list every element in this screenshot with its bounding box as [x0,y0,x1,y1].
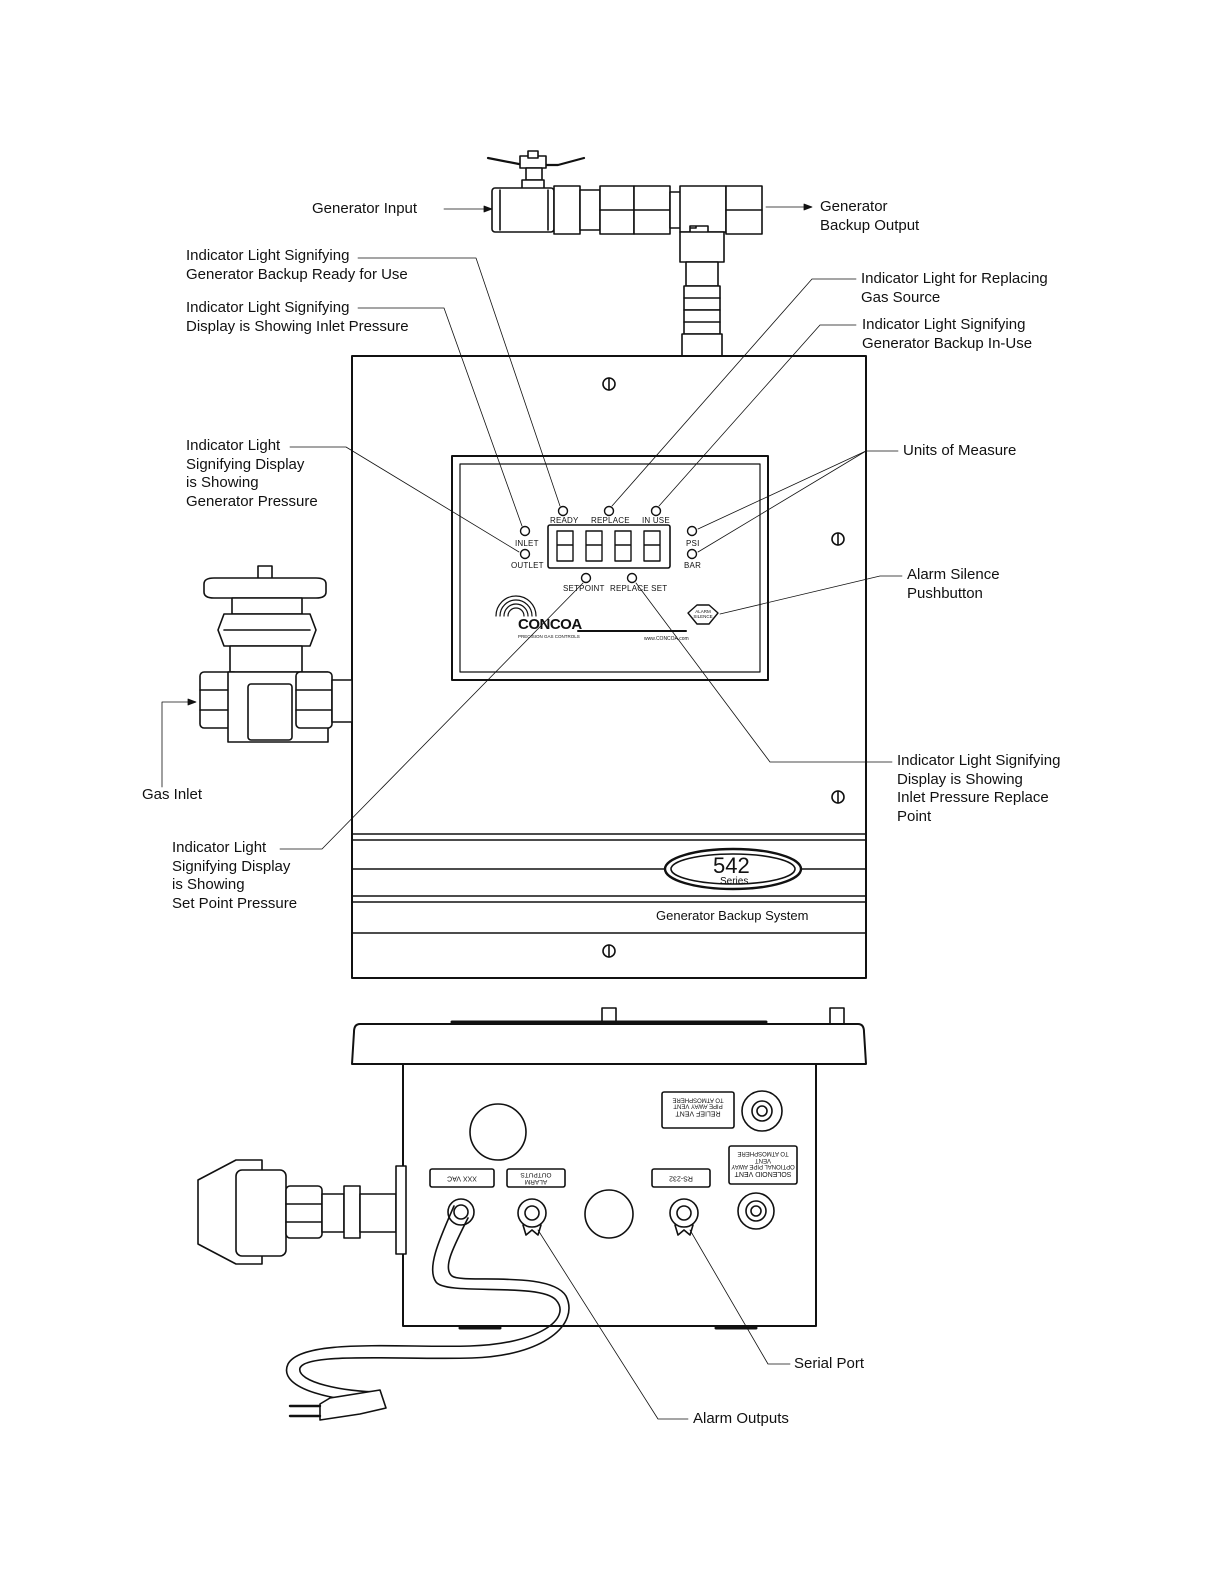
bottom-gas-valve [197,1159,407,1265]
serial-port-jack [669,1198,699,1228]
tag-xxx-vac: XXX VAC [447,1174,477,1182]
callout-gas-inlet: Gas Inlet [142,786,203,803]
alarm-silence-button[interactable] [687,604,719,625]
leader-lines [161,203,903,1420]
setpoint-light [580,572,592,584]
callout-setpoint-light: Indicator Light Signifying Display is Sh… [172,839,298,912]
label-in-use: IN USE [642,516,670,525]
bottom-enclosure [351,1007,867,1330]
callout-serial-port: Serial Port [794,1355,865,1372]
bar-light [686,548,698,560]
power-cord [285,1205,570,1421]
callout-inlet-light: Indicator Light Signifying Display is Sh… [186,299,409,335]
tag-alarm-outputs: ALARM OUTPUTS [520,1171,552,1186]
label-bar: BAR [684,561,702,570]
alarm-output-jack [517,1198,547,1228]
generator-input-valve [486,150,763,357]
panel-url: www.CONCOA.com [644,636,689,642]
callout-generator-backup-output: Generator Backup Output [820,198,920,234]
label-outlet: OUTLET [511,561,544,570]
tag-rs232: RS-232 [669,1174,693,1182]
label-ready: READY [550,516,579,525]
solenoid-vent-fitting [737,1192,775,1230]
tag-relief-vent: RELIEF VENT PIPE AWAY VENT TO ATMOSPHERE [672,1096,724,1117]
callout-ready-light: Indicator Light Signifying Generator Bac… [186,247,408,283]
relief-vent-fitting [741,1090,783,1132]
label-psi: PSI [686,539,700,548]
concoa-logo-icon [495,595,537,617]
label-setpoint: SETPOINT [563,584,605,593]
ready-light [557,505,569,517]
callout-outlet-light: Indicator Light Signifying Display is Sh… [186,437,318,510]
callout-units-of-measure: Units of Measure [903,442,1017,459]
logo-tagline: PRECISION GAS CONTROLS [518,634,580,639]
callout-replace-set-light: Indicator Light Signifying Display is Sh… [897,752,1061,825]
label-inlet: INLET [515,539,539,548]
psi-light [686,525,698,537]
label-replace-set: REPLACE SET [610,584,668,593]
replace-set-light [626,572,638,584]
callout-alarm-silence: Alarm Silence Pushbutton [907,566,1000,602]
callout-in-use-light: Indicator Light Signifying Generator Bac… [862,316,1033,352]
tag-solenoid-vent: SOLENOID VENT OPTIONAL PIPE AWAY VENT TO… [731,1150,795,1178]
replace-light [603,505,615,517]
in-use-light [650,505,662,517]
callout-replace-light: Indicator Light for Replacing Gas Source [861,270,1048,306]
label-replace: REPLACE [591,516,630,525]
logo-wordmark: CONCOA [518,616,582,633]
alarm-silence-button-label: ALARM SILENCE [693,609,713,619]
outlet-light [519,548,531,560]
front-enclosure [351,355,867,979]
inlet-light [519,525,531,537]
control-panel [451,455,769,681]
callout-alarm-outputs: Alarm Outputs [693,1410,789,1427]
series-number: 542 [713,853,750,878]
system-name: Generator Backup System [656,908,809,923]
indicator-lights [519,505,698,584]
series-word: Series [720,876,749,887]
callout-generator-input: Generator Input [312,200,418,217]
screw-icon [602,377,845,958]
gas-inlet-valve [199,565,353,743]
